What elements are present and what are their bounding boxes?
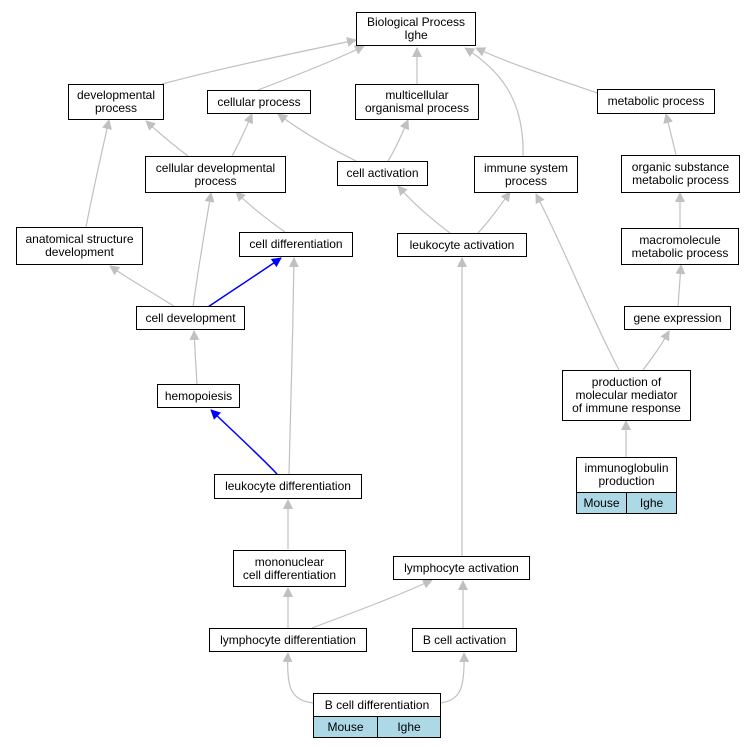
edge-leukdiff-hemo-highlight [210, 409, 278, 475]
node-cell-activation[interactable]: cell activation [337, 161, 428, 186]
node-cellular-process[interactable]: cellular process [207, 90, 311, 114]
node-leukocyte-activation[interactable]: leukocyte activation [397, 233, 527, 257]
node-b-cell-differentiation[interactable]: B cell differentiation [313, 693, 441, 717]
edge-celldevproc-cellproc [231, 113, 254, 157]
node-developmental-process[interactable]: developmental process [68, 84, 164, 120]
edge-celldiff-celldevproc [235, 191, 286, 233]
edge-celldevt-anat [109, 265, 176, 308]
annotation-cell-gene: Ighe [377, 716, 441, 738]
node-gene-expression[interactable]: gene expression [624, 306, 731, 330]
edge-orgsub-metab [663, 113, 677, 156]
node-cell-differentiation[interactable]: cell differentiation [239, 232, 353, 257]
node-leukocyte-differentiation[interactable]: leukocyte differentiation [214, 474, 362, 499]
annotation-cell-species: Mouse [313, 716, 378, 738]
node-immunoglobulin-production[interactable]: immunoglobulin production [576, 457, 677, 493]
node-biological-process-ighe[interactable]: Biological Process Ighe [356, 12, 476, 46]
node-metabolic-process[interactable]: metabolic process [597, 89, 715, 114]
node-cell-development[interactable]: cell development [136, 306, 245, 330]
edge-cellproc-bp [257, 45, 365, 91]
node-lymphocyte-activation[interactable]: lymphocyte activation [393, 556, 530, 580]
annotation-cell-species: Mouse [576, 492, 627, 514]
edge-prodmol-geneexpr [642, 330, 670, 371]
edge-bcelldiff-bcellact [439, 652, 470, 704]
node-production-of-molecular-mediator[interactable]: production of molecular mediator of immu… [562, 370, 691, 421]
edge-leukact-cellact [397, 185, 451, 234]
edge-metab-bp [475, 47, 601, 95]
edge-hemo-celldevt [189, 330, 200, 385]
edge-anat-devproc [85, 119, 112, 228]
node-organic-substance-metabolic-process[interactable]: organic substance metabolic process [621, 155, 740, 193]
edge-cellact-cellproc [277, 113, 357, 162]
node-anatomical-structure-development[interactable]: anatomical structure development [16, 227, 143, 265]
edge-prodmol-immsys [535, 193, 620, 371]
edge-celldevproc-devproc [145, 120, 189, 157]
node-macromolecule-metabolic-process[interactable]: macromolecule metabolic process [621, 228, 739, 265]
edge-celldevt-celldevproc [192, 192, 215, 308]
edge-immsys-bp [464, 47, 524, 159]
node-cellular-developmental-process[interactable]: cellular developmental process [145, 156, 286, 193]
node-lymphocyte-differentiation[interactable]: lymphocyte differentiation [209, 628, 367, 652]
node-immune-system-process[interactable]: immune system process [474, 156, 578, 193]
edge-geneexpr-macro [675, 264, 686, 307]
edge-lymphdiff-lymphact [311, 579, 433, 629]
node-multicellular-organismal-process[interactable]: multicellular organismal process [355, 84, 479, 120]
edge-bcelldiff-lymphdiff [282, 652, 314, 704]
node-b-cell-activation[interactable]: B cell activation [412, 628, 517, 652]
annotation-cell-gene: Ighe [626, 492, 677, 514]
edge-cellact-multi [387, 119, 410, 162]
node-hemopoiesis[interactable]: hemopoiesis [157, 384, 240, 408]
node-mononuclear-cell-differentiation[interactable]: mononuclear cell differentiation [233, 550, 346, 587]
edge-leukact-immsys [477, 191, 511, 234]
edge-devproc-bp [161, 36, 357, 85]
edge-leukdiff-celldiff [288, 257, 299, 475]
edge-celldevt-celldiff-highlight [207, 257, 282, 308]
